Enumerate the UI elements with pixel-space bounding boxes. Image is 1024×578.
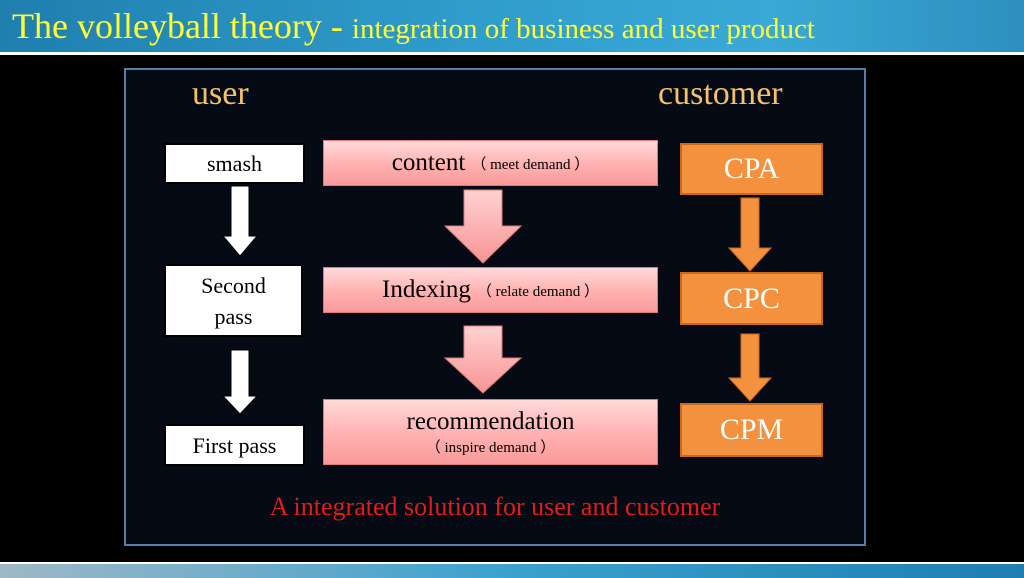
title-sub-text: integration of business and user product bbox=[351, 13, 815, 45]
footer-bar bbox=[0, 562, 1024, 578]
down-arrow-icon bbox=[727, 333, 773, 402]
middle-step-main: Indexing bbox=[382, 276, 471, 303]
down-arrow-icon bbox=[221, 349, 259, 415]
slide-title: The volleyball theory - integration of b… bbox=[12, 4, 815, 51]
user-step-second-pass: Second pass bbox=[164, 264, 303, 337]
title-bar: The volleyball theory - integration of b… bbox=[0, 0, 1024, 55]
customer-step-cpa: CPA bbox=[680, 143, 823, 195]
user-step-label: First pass bbox=[192, 432, 277, 458]
middle-step-recommendation: recommendation （ inspire demand ） bbox=[323, 399, 658, 465]
customer-step-cpm: CPM bbox=[680, 403, 823, 457]
middle-step-paren: （ meet demand ） bbox=[471, 156, 590, 173]
middle-step-paren: （ relate demand ） bbox=[476, 283, 599, 300]
down-arrow-icon bbox=[443, 325, 523, 394]
down-arrow-icon bbox=[221, 185, 259, 257]
user-column-label: user bbox=[192, 75, 249, 112]
down-arrow-icon bbox=[727, 197, 773, 272]
user-step-label-line2: pass bbox=[214, 303, 253, 329]
user-step-first-pass: First pass bbox=[164, 424, 305, 466]
summary-caption: A integrated solution for user and custo… bbox=[269, 492, 721, 521]
middle-step-indexing: Indexing （ relate demand ） bbox=[323, 267, 658, 313]
down-arrow-icon bbox=[443, 189, 523, 264]
customer-step-cpc: CPC bbox=[680, 272, 823, 325]
middle-step-main: content bbox=[391, 149, 466, 176]
middle-step-paren: （ inspire demand ） bbox=[425, 439, 556, 456]
customer-column-label: customer bbox=[658, 75, 783, 112]
middle-step-main: recommendation bbox=[406, 407, 575, 435]
middle-step-content: content （ meet demand ） bbox=[323, 140, 658, 186]
title-main-text: The volleyball theory - bbox=[12, 6, 352, 46]
user-step-label-line1: Second bbox=[201, 272, 266, 298]
user-step-label: smash bbox=[207, 151, 262, 176]
user-step-smash: smash bbox=[164, 143, 305, 184]
